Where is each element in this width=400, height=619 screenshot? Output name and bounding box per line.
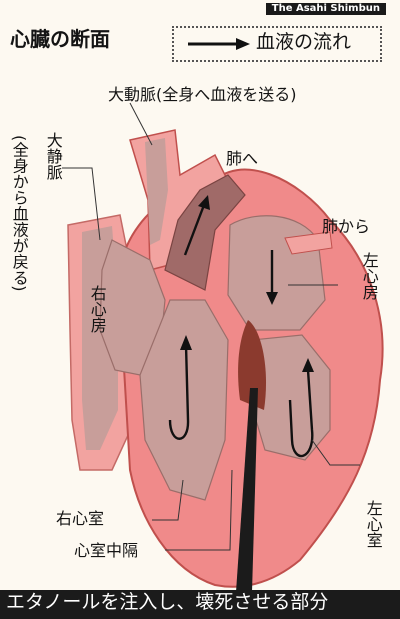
legend-label: 血液の流れ xyxy=(256,32,351,54)
left-ventricle-label: 左心室 xyxy=(364,500,381,548)
septum-label: 心室中隔 xyxy=(74,542,138,560)
figure-title: 心臓の断面 xyxy=(10,28,110,51)
vena-cava-note-label: (全身から血液が戻る) xyxy=(10,135,27,291)
left-atrium-shape xyxy=(228,216,325,330)
right-ventricle-label: 右心室 xyxy=(56,510,104,528)
from-lungs-label: 肺から xyxy=(322,218,370,236)
right-atrium-label: 右心房 xyxy=(88,285,105,333)
caption-text: エタノールを注入し、壊死させる部分 xyxy=(6,592,328,614)
left-atrium-label: 左心房 xyxy=(360,252,377,300)
credit-line: The Asahi Shimbun xyxy=(266,3,386,15)
vena-cava-label: 大静脈 xyxy=(44,132,61,180)
aorta-label: 大動脈(全身へ血液を送る) xyxy=(108,86,297,104)
to-lungs-label: 肺へ xyxy=(226,150,258,168)
